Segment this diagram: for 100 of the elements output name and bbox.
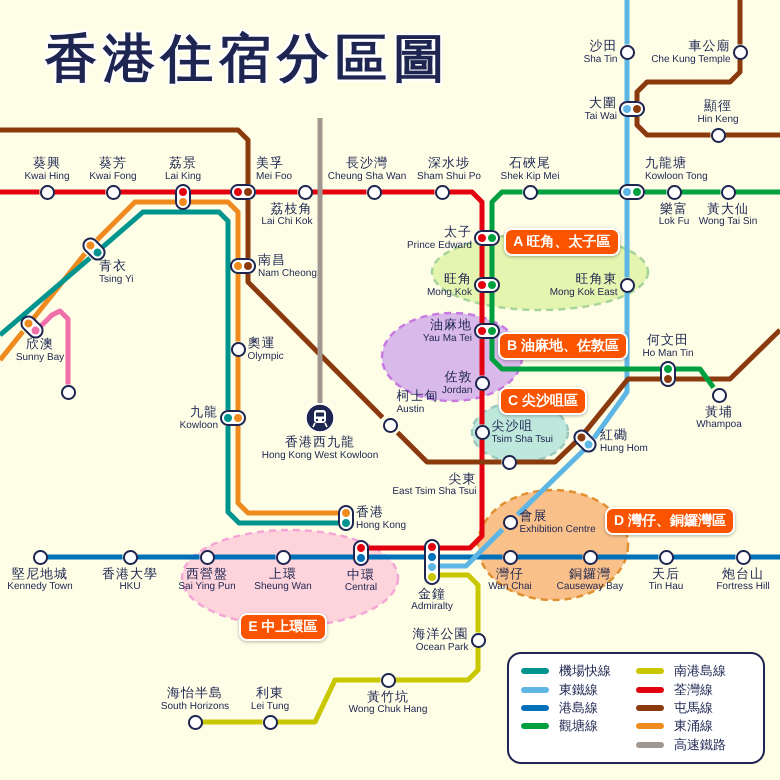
station-name: 葵芳 [99, 156, 127, 171]
station-name-english: Kowloon Tong [645, 170, 708, 182]
station-name: 旺角東 [576, 272, 618, 287]
legend-label: 港島線 [559, 698, 598, 717]
rail-line [318, 118, 322, 403]
rail-line [0, 256, 92, 337]
rail-line [624, 60, 630, 101]
station-name: 油麻地 [430, 318, 472, 333]
legend-label: 觀塘線 [559, 717, 598, 736]
rail-line [120, 190, 175, 194]
station-name: 沙田 [590, 38, 618, 54]
station-name-english: Che Kung Temple [651, 54, 730, 66]
rail-line [490, 190, 522, 230]
station-name: 西營盤 [186, 566, 228, 582]
rail-line [676, 366, 716, 389]
rail-line [516, 440, 578, 464]
station-name: 葵興 [33, 156, 61, 171]
station-name: 利東 [256, 686, 284, 701]
rail-line [645, 190, 666, 194]
legend-label: 南港島線 [674, 662, 726, 680]
rail-line [440, 554, 502, 560]
rail-line [369, 554, 424, 560]
station-name: 車公廟 [688, 38, 730, 54]
rail-line [480, 246, 484, 277]
district-label: E 中上環區 [239, 613, 327, 641]
rail-line [516, 448, 586, 516]
station-name-english: Mei Foo [256, 170, 292, 182]
station-name: 尖沙咀 [492, 418, 534, 434]
station-name: 樂富 [660, 202, 688, 216]
rail-line [0, 128, 250, 184]
rail-line [95, 200, 175, 242]
rail-line [518, 554, 582, 560]
title: 香港住宿分區圖 [45, 29, 451, 90]
rail-line [202, 720, 262, 724]
station-name-english: Sham Shui Po [417, 171, 481, 182]
station-name-english: Lai King [164, 170, 202, 182]
station-name: 大圍 [589, 96, 617, 111]
rail-line [246, 200, 250, 258]
station-name: 尖東 [448, 472, 476, 486]
station-name: 南昌 [258, 252, 286, 268]
station-name: 深水埗 [428, 156, 470, 171]
station-name: 海怡半島 [167, 686, 223, 701]
rail-line [226, 426, 338, 526]
station-name-english: Tsing Yi [99, 274, 134, 286]
rail-line [312, 190, 366, 194]
rail-line [39, 308, 70, 384]
station-name: 海洋公園 [412, 626, 468, 642]
station-name-english: Prince Edward [406, 240, 472, 252]
station-name-english: Jordan [442, 384, 472, 396]
station-name: 上環 [269, 566, 297, 582]
station-name-english: Hong Kong West Kowloon [262, 450, 378, 462]
station-name: 顯徑 [704, 99, 732, 114]
rail-line [54, 190, 106, 194]
rail-line [0, 190, 40, 194]
legend-label: 東鐵線 [559, 680, 598, 699]
station-name-english: Kowloon [180, 420, 218, 432]
rail-line [138, 554, 200, 560]
rail-line [738, 0, 742, 44]
rail-line [624, 200, 630, 278]
rail-line [396, 430, 502, 464]
station-name: 香港 [356, 504, 384, 520]
rail-line [682, 190, 720, 194]
rail-line [236, 274, 240, 342]
station-name-english: Sai Ying Pun [178, 581, 236, 593]
station-name: 銅鑼灣 [569, 566, 611, 582]
station-name: 太子 [444, 224, 472, 240]
station-name-english: Hung Hom [600, 442, 648, 454]
station-name-english: Causeway Bay [556, 581, 624, 593]
rail-line [450, 190, 484, 230]
station-name: 黃埔 [705, 404, 733, 420]
station-name: 九龍 [190, 404, 218, 420]
station-name-english: Hong Kong [356, 520, 406, 532]
rail-line [191, 200, 240, 258]
station-name: 灣仔 [496, 566, 524, 582]
station-name-english: Kwai Hing [24, 171, 70, 182]
station-name: 欣澳 [26, 337, 54, 352]
station-name-english: Cheung Sha Wan [328, 171, 406, 182]
rail-line [440, 572, 480, 632]
rail-line [396, 648, 480, 682]
station-name-english: Admiralty [411, 601, 453, 613]
station-name: 炮台山 [722, 566, 764, 582]
rail-line [750, 554, 780, 560]
station-name: 柯士甸 [396, 389, 438, 404]
station-name-english: Ocean Park [416, 642, 468, 654]
station-name: 青衣 [99, 259, 127, 274]
rail-line [191, 190, 230, 194]
rail-line [726, 132, 780, 138]
station-name-english: Kennedy Town [7, 581, 73, 593]
rail-line [214, 554, 276, 560]
rail-line [634, 117, 710, 138]
station-name-english: Nam Cheong [258, 268, 317, 280]
station-name: 金鐘 [418, 586, 446, 602]
station-name: 黃大仙 [707, 202, 749, 216]
rail-line [246, 274, 384, 420]
station-name-english: Fortress Hill [716, 581, 770, 593]
rail-line [101, 210, 230, 410]
rail-line [624, 117, 630, 184]
rail-line [440, 528, 504, 568]
station-name-english: Mong Kok [426, 286, 472, 298]
rail-line [480, 293, 484, 323]
